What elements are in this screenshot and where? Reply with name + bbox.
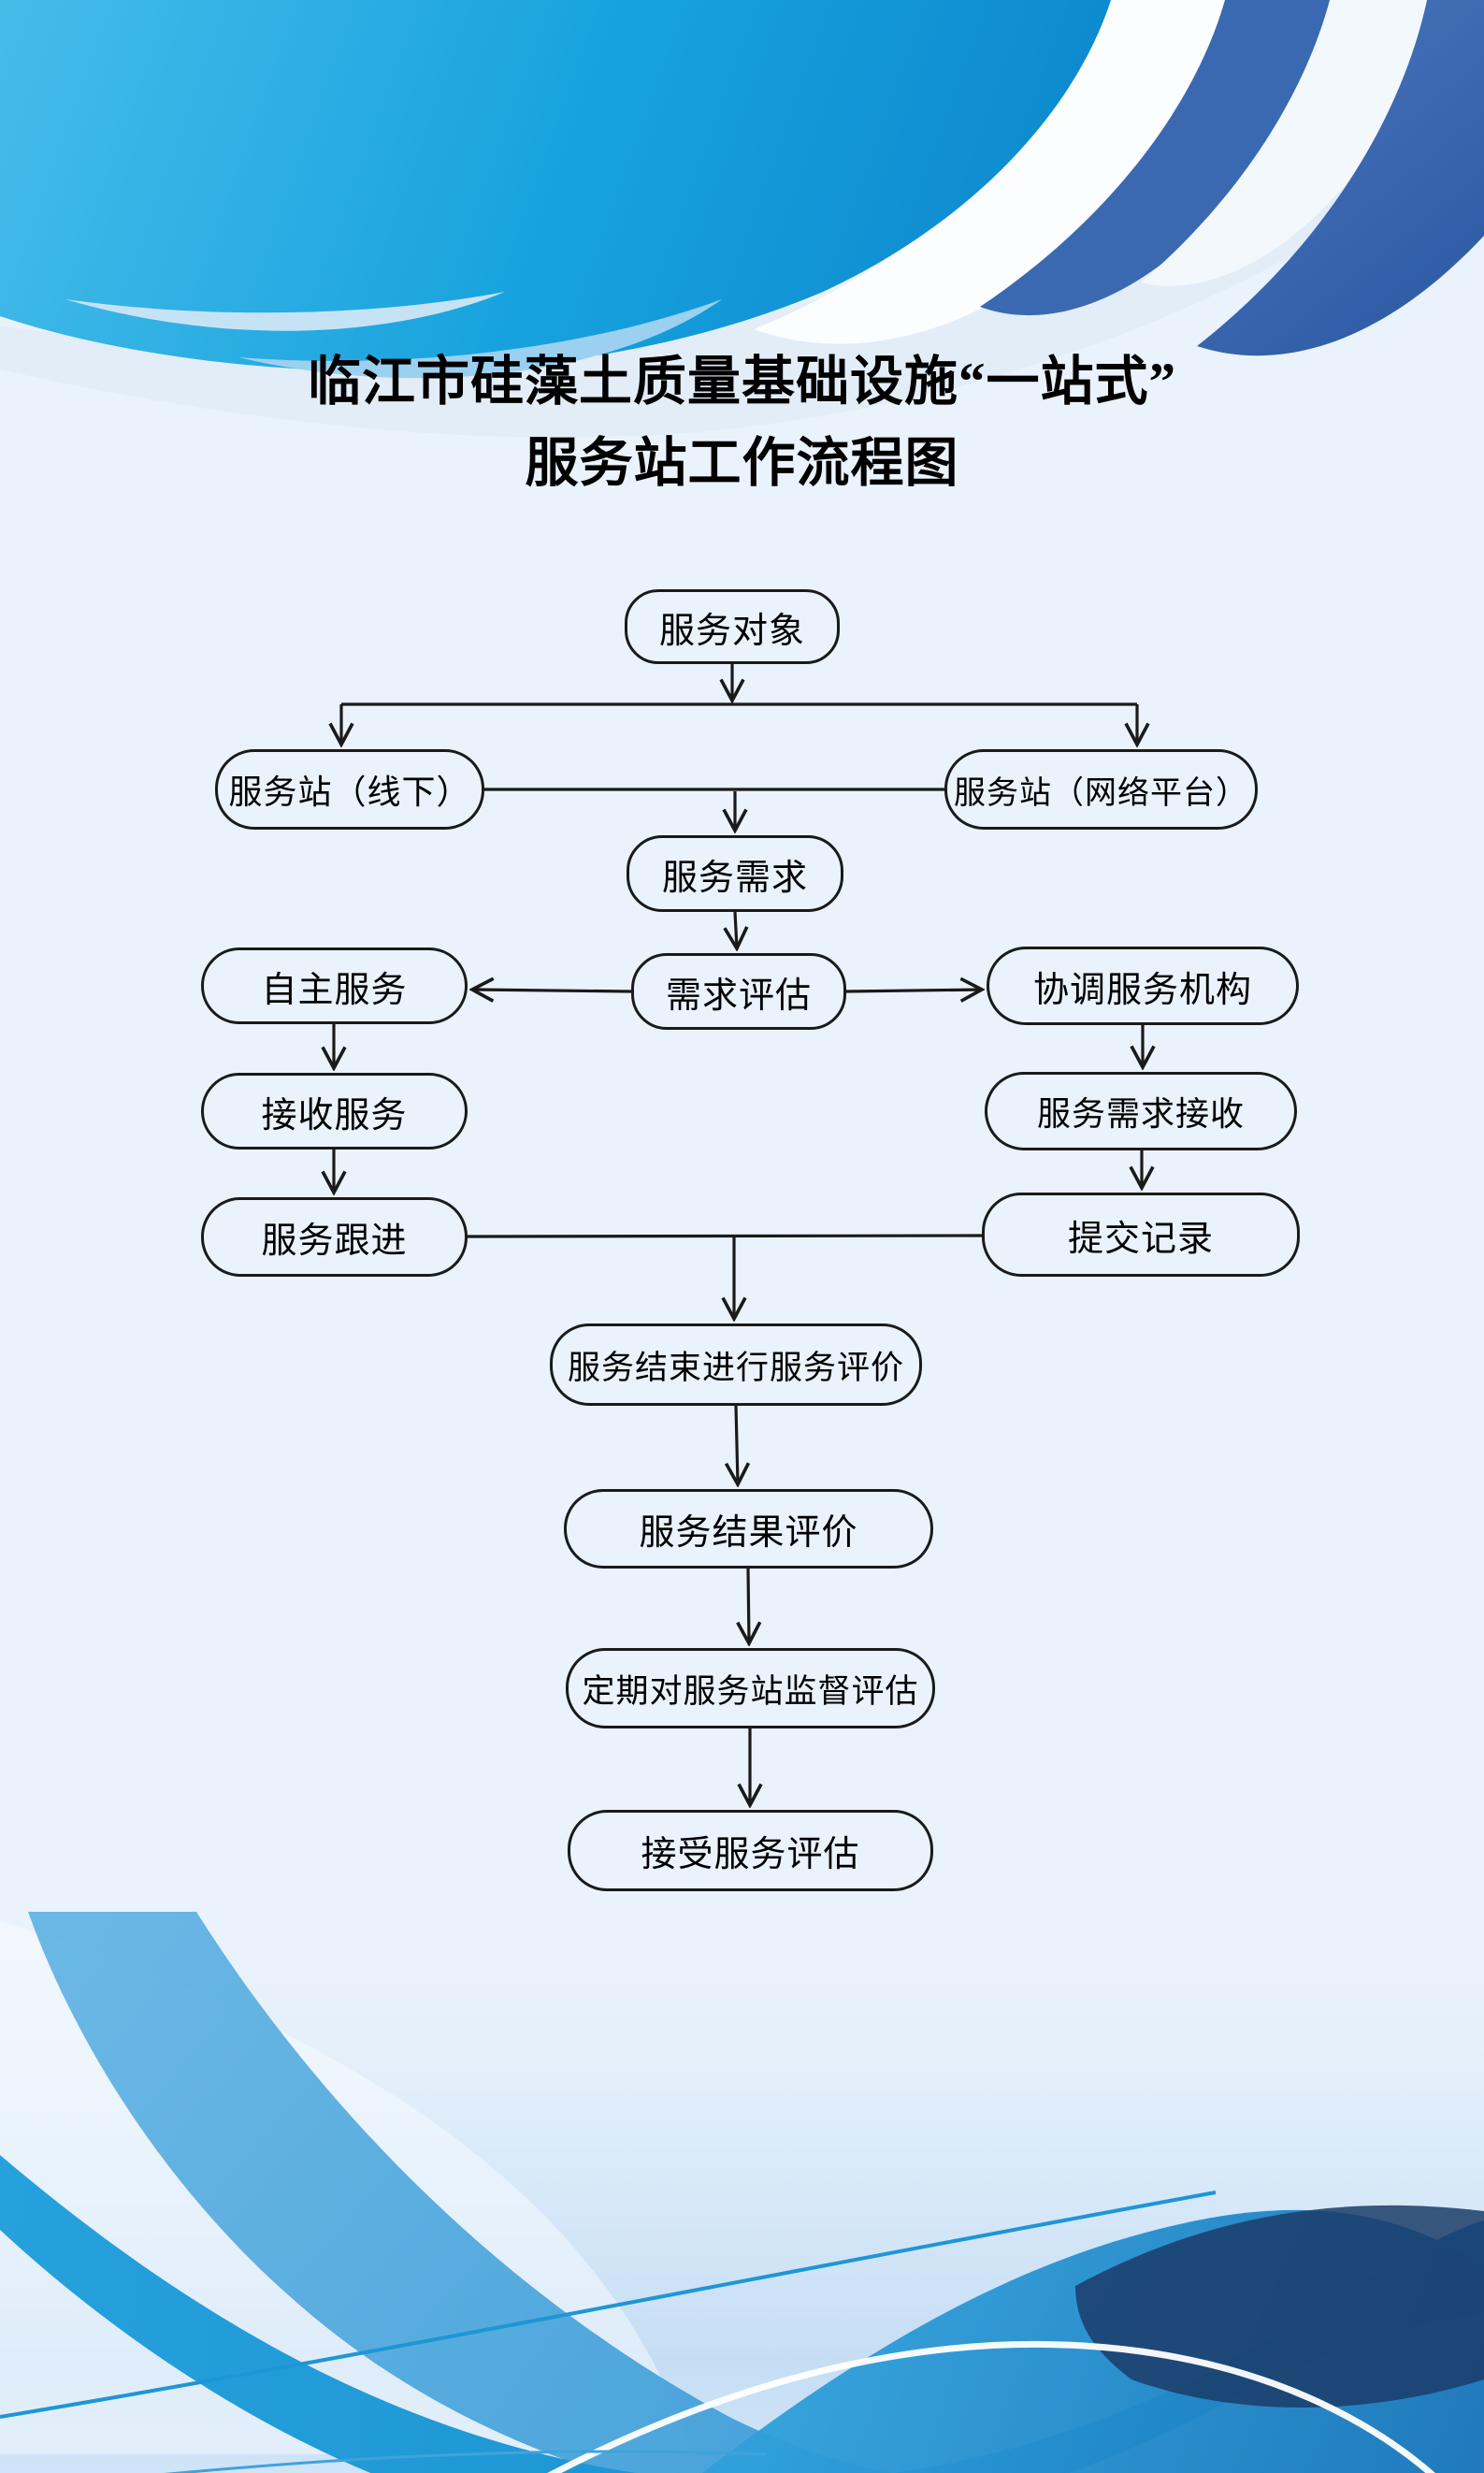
flow-node-receive-service: 接收服务 — [201, 1073, 468, 1150]
flow-node-label: 接受服务评估 — [641, 1835, 860, 1874]
flow-node-label: 服务对象 — [658, 611, 805, 651]
flow-node-periodic-supervision-evaluation: 定期对服务站监督评估 — [566, 1648, 935, 1728]
flow-node-service-station-online: 服务站（网络平台） — [944, 749, 1258, 830]
flow-node-label: 定期对服务站监督评估 — [582, 1672, 919, 1710]
edge-end-to-result — [736, 1405, 738, 1484]
page-title-line2: 服务站工作流程图 — [525, 433, 959, 493]
flow-node-label: 协调服务机构 — [1032, 970, 1252, 1010]
flow-node-label: 服务结束进行服务评价 — [567, 1349, 904, 1386]
flow-node-label: 服务站（网络平台） — [954, 775, 1248, 811]
flow-node-label: 提交记录 — [1067, 1219, 1214, 1259]
page-title-line1: 临江市硅藻土质量基础设施“一站式” — [308, 353, 1176, 412]
page-title: 临江市硅藻土质量基础设施“一站式” 服务站工作流程图 — [0, 342, 1484, 504]
flow-node-service-result-evaluation: 服务结果评价 — [564, 1489, 933, 1569]
flow-node-label: 接收服务 — [261, 1095, 408, 1135]
flow-node-label: 自主服务 — [261, 970, 408, 1010]
edge-evaluation-to-agency — [845, 990, 982, 991]
flow-node-label: 服务跟进 — [261, 1222, 408, 1261]
flow-node-service-end-evaluation: 服务结束进行服务评价 — [550, 1323, 922, 1406]
flow-node-submit-record: 提交记录 — [982, 1193, 1300, 1277]
flow-node-self-service: 自主服务 — [201, 947, 468, 1024]
flow-node-label: 服务结果评价 — [639, 1513, 858, 1553]
flow-node-label: 服务需求接收 — [1036, 1095, 1245, 1133]
flow-node-demand-evaluation: 需求评估 — [631, 953, 846, 1030]
flow-node-label: 服务站（线下） — [228, 774, 471, 811]
flow-node-service-object: 服务对象 — [625, 589, 840, 664]
flow-node-service-follow-up: 服务跟进 — [201, 1197, 468, 1277]
flow-node-service-demand-receipt: 服务需求接收 — [985, 1072, 1297, 1150]
edge-demand-to-evaluation — [735, 911, 737, 948]
edge-result-to-supervision — [748, 1568, 749, 1643]
flow-node-coordinate-service-agency: 协调服务机构 — [987, 947, 1299, 1025]
flow-node-service-station-offline: 服务站（线下） — [215, 749, 484, 830]
flow-node-label: 需求评估 — [665, 976, 812, 1016]
flow-node-service-demand: 服务需求 — [627, 835, 843, 912]
edge-evaluation-to-self-service — [472, 990, 632, 991]
flow-node-label: 服务需求 — [661, 858, 808, 898]
flow-node-accept-service-evaluation: 接受服务评估 — [568, 1810, 933, 1891]
